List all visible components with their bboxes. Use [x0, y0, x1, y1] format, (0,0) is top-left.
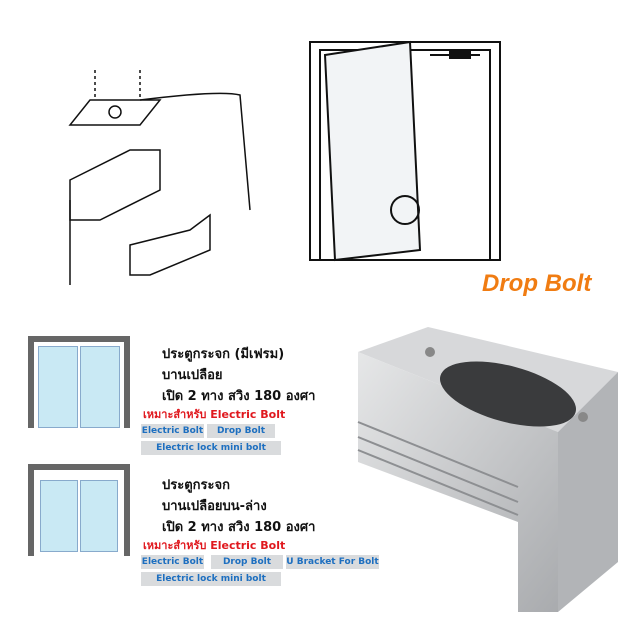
tag: Drop Bolt	[207, 424, 275, 438]
desc-line: เปิด 2 ทาง สวิง 180 องศา	[162, 520, 316, 535]
panel2-description: ประตูกระจก บานเปลือยบน-ล่าง เปิด 2 ทาง ส…	[162, 475, 315, 538]
desc-line: ประตูกระจก (มีเฟรม)	[162, 347, 285, 362]
framed-door-icon	[28, 336, 130, 428]
tag: U Bracket For Bolt	[286, 555, 379, 569]
desc-line: ประตูกระจก	[162, 478, 230, 493]
tag: Drop Bolt	[211, 555, 283, 569]
tag: Electric Bolt	[141, 555, 204, 569]
drop-bolt-bracket-photo	[357, 327, 618, 612]
frameless-door-icon	[28, 464, 130, 556]
desc-line: บานเปลือยบน-ล่าง	[162, 499, 267, 514]
panel2-fit-label: เหมาะสำหรับ Electric Bolt	[143, 539, 286, 552]
installation-diagram	[68, 70, 251, 285]
tag: Electric Bolt	[141, 424, 204, 438]
door-diagram	[309, 40, 501, 262]
desc-line: เปิด 2 ทาง สวิง 180 องศา	[162, 389, 316, 404]
desc-line: บานเปลือย	[162, 368, 223, 383]
panel1-fit-label: เหมาะสำหรับ Electric Bolt	[143, 408, 286, 421]
tag: Electric lock mini bolt	[141, 441, 281, 455]
product-title: Drop Bolt	[482, 270, 592, 297]
tag: Electric lock mini bolt	[141, 572, 281, 586]
panel1-description: ประตูกระจก (มีเฟรม) บานเปลือย เปิด 2 ทาง…	[162, 344, 315, 407]
